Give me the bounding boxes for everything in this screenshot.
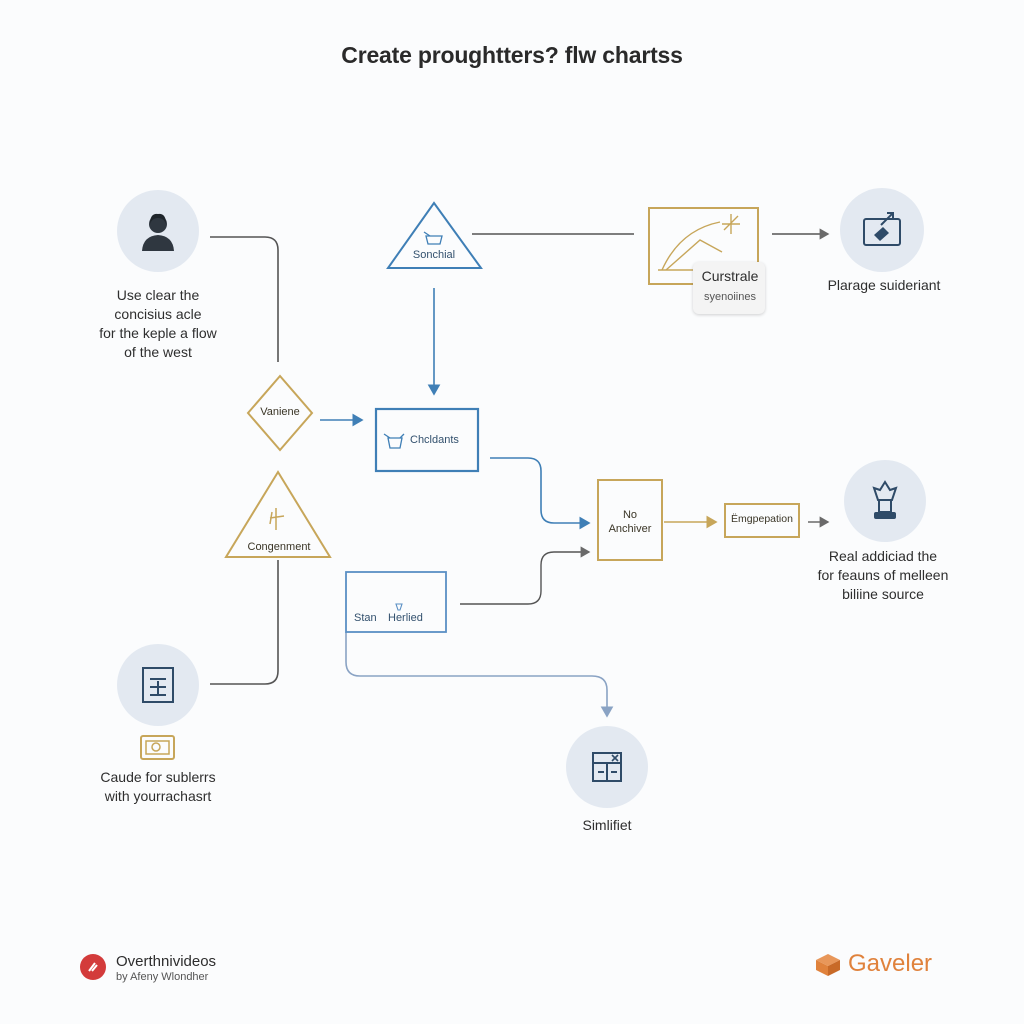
herlied-label: Herlied	[388, 612, 423, 624]
vaniene-diamond	[246, 374, 314, 452]
basket-icon	[423, 231, 443, 245]
caude-caption: Caude for sublerrs with yourrachasrt	[74, 768, 242, 806]
simlifiet-caption: Simlifiet	[582, 817, 632, 833]
empepation-label: Ëmgpepation	[731, 513, 793, 525]
plarage-caption: Plarage suideriant	[827, 277, 941, 293]
basket-icon	[383, 433, 405, 449]
caption-line: Caude for sublerrs	[100, 769, 216, 785]
congenment-triangle	[224, 470, 332, 558]
curstrale-card	[693, 262, 765, 314]
person-caption: Use clear the concisius acle for the kep…	[78, 286, 238, 362]
calculator-icon	[592, 752, 622, 782]
caude-circle	[117, 644, 199, 726]
caption-line: concisius acle	[114, 306, 202, 322]
simlifiet-circle	[566, 726, 648, 808]
curstrale-label: Curstrale	[701, 268, 759, 284]
person-circle	[117, 190, 199, 272]
brand-right-logo	[814, 952, 842, 983]
anchiver-line: No	[622, 509, 638, 521]
curstrale-sub: syenoiines	[704, 291, 756, 303]
anchiver-line: Anchiver	[608, 523, 652, 535]
anchiver-label: No Anchiver	[598, 508, 662, 536]
connector-stan-to-anchiver	[460, 546, 591, 605]
connector-person-to-vaniene	[210, 236, 279, 362]
glyph-icon	[269, 508, 285, 530]
tag-arrow-icon	[863, 212, 901, 246]
caption-line: for feauns of melleen	[817, 567, 949, 583]
brand-mark-icon	[88, 962, 98, 972]
empepation-box	[724, 503, 800, 538]
document-icon	[142, 667, 174, 703]
brand-right-name: Gaveler	[848, 950, 933, 977]
brand-left-name: Overthnivideos	[116, 953, 217, 970]
chcldants-label: Chcldants	[410, 434, 459, 446]
real-circle	[844, 460, 926, 542]
caption-line: biliine source	[842, 586, 924, 602]
caption-line: of the west	[124, 344, 192, 360]
vaniene-label: Vaniene	[260, 406, 300, 418]
stan-box	[345, 571, 447, 633]
congenment-label: Congenment	[247, 541, 311, 553]
real-caption: Real addiciad the for feauns of melleen …	[800, 547, 966, 604]
page-title: Create proughtters? flw chartss	[341, 42, 683, 68]
connector-caude-to-congenment	[210, 560, 279, 685]
anchiver-box	[597, 479, 663, 561]
caption-line: with yourrachasrt	[104, 788, 212, 804]
caption-line: Real addiciad the	[828, 548, 938, 564]
connector-stan-to-simlifiet	[345, 632, 614, 718]
caption-line: Use clear the	[116, 287, 200, 303]
chess-piece-icon	[872, 480, 898, 519]
cube-icon	[816, 954, 840, 976]
brand-left-logo	[80, 954, 106, 980]
stan-label: Stan	[354, 612, 377, 624]
small-mark-icon	[395, 603, 403, 611]
connector-chcldants-to-anchiver	[490, 457, 591, 530]
person-icon	[142, 213, 174, 251]
sonchial-label: Sonchial	[412, 249, 456, 261]
caption-line: for the keple a flow	[99, 325, 217, 341]
plarage-circle	[840, 188, 924, 272]
chcldants-box	[374, 407, 480, 473]
brand-left-sub: by Afeny Wlondher	[116, 971, 209, 983]
